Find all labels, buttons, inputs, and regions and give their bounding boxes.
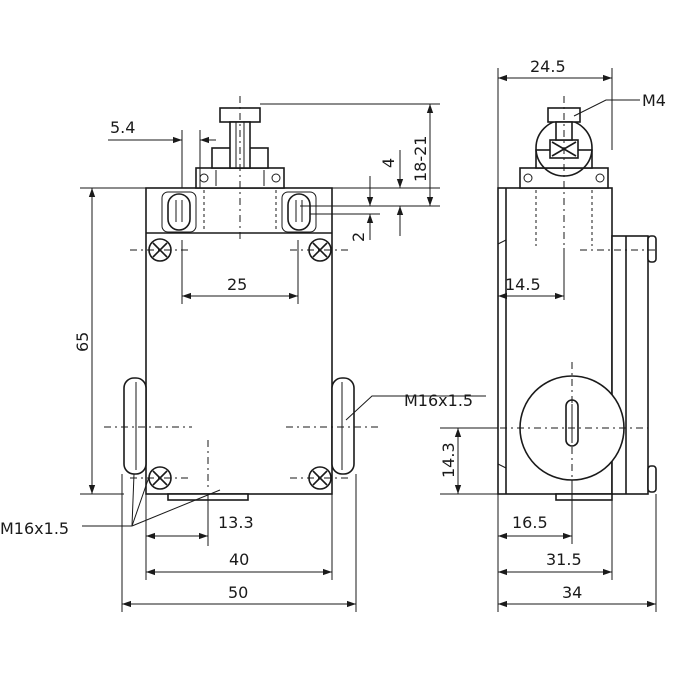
thread-label-right: M16x1.5 bbox=[404, 391, 473, 410]
dim-50: 50 bbox=[228, 583, 248, 602]
front-view: 5.4 18-21 4 2 25 65 13.3 40 bbox=[0, 96, 486, 612]
dim-18-21: 18-21 bbox=[411, 136, 430, 183]
dim-40: 40 bbox=[229, 550, 249, 569]
side-dimensions: 24.5 M4 14.5 14.3 16.5 31.5 34 bbox=[439, 57, 666, 612]
front-dimensions: 5.4 18-21 4 2 25 65 13.3 40 bbox=[0, 103, 486, 612]
side-view: 24.5 M4 14.5 14.3 16.5 31.5 34 bbox=[439, 57, 666, 612]
side-mounting-flange bbox=[611, 235, 649, 495]
dim-5-4: 5.4 bbox=[110, 118, 135, 137]
conduit-entry-left bbox=[123, 377, 147, 475]
dim-14-5: 14.5 bbox=[505, 275, 541, 294]
dim-65: 65 bbox=[73, 332, 92, 352]
slot-left bbox=[167, 193, 191, 231]
slot-right bbox=[287, 193, 311, 231]
dim-4: 4 bbox=[379, 158, 398, 168]
dim-16-5: 16.5 bbox=[512, 513, 548, 532]
front-body bbox=[145, 187, 333, 495]
thread-label-m4: M4 bbox=[642, 91, 666, 110]
dim-2: 2 bbox=[349, 232, 368, 242]
dim-25: 25 bbox=[227, 275, 247, 294]
dim-34: 34 bbox=[562, 583, 582, 602]
dim-24-5: 24.5 bbox=[530, 57, 566, 76]
conduit-entry-right bbox=[331, 377, 355, 475]
thread-label-left: M16x1.5 bbox=[0, 519, 69, 538]
dim-14-3: 14.3 bbox=[439, 442, 458, 478]
dim-13-3: 13.3 bbox=[218, 513, 254, 532]
dim-31-5: 31.5 bbox=[546, 550, 582, 569]
